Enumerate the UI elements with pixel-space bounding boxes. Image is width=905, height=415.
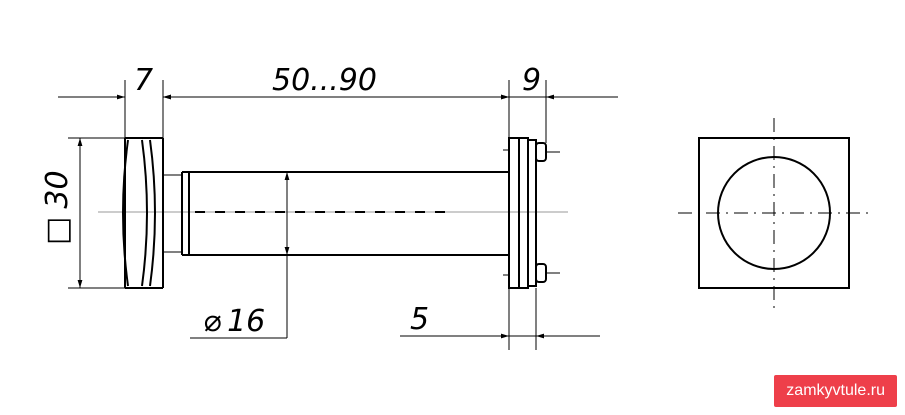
dimension-label-length: 50...90: [272, 63, 377, 98]
dimension-label-9: 9: [522, 63, 541, 98]
dimension-flange-thickness: 7: [58, 63, 190, 100]
dimension-label-7: 7: [134, 63, 153, 98]
dimension-diameter: ⌀16: [190, 172, 290, 339]
screw-head-bottom: [535, 263, 547, 283]
flange-head: [122, 137, 182, 289]
back-plate: [503, 137, 560, 289]
dimension-square: □30: [40, 138, 83, 288]
dimension-plate-gap: 5: [400, 302, 600, 339]
side-view: 7 50...90 9 □30 ⌀16: [40, 63, 618, 350]
barrel: [181, 171, 509, 256]
dimension-back-plate: 9: [482, 63, 618, 100]
dimension-label-5: 5: [410, 302, 429, 337]
screw-head-top: [535, 142, 547, 162]
dimension-label-diameter: ⌀16: [203, 304, 265, 339]
dimension-label-square: □30: [40, 170, 75, 245]
watermark-badge: zamkyvtule.ru: [774, 375, 897, 407]
dimension-length: 50...90: [163, 63, 509, 100]
front-view: [678, 118, 872, 308]
